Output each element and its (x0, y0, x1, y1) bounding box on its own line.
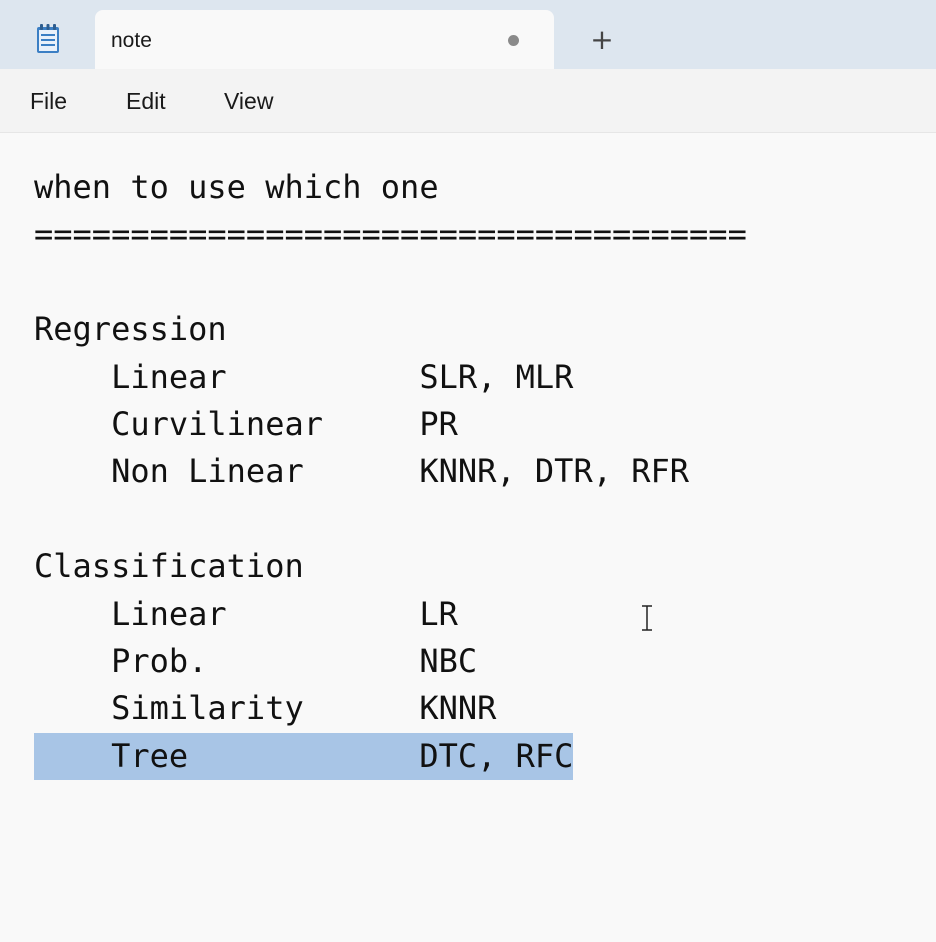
text-line-content: Curvilinear PR (34, 404, 458, 443)
new-tab-button[interactable]: + (590, 23, 614, 56)
text-line-content: Prob. NBC (34, 641, 478, 680)
text-line-content: Linear LR (34, 594, 458, 633)
text-line[interactable]: Classification (34, 543, 747, 590)
notepad-icon (37, 24, 59, 53)
text-line-content: Similarity KNNR (34, 689, 497, 728)
tab-note[interactable]: note (95, 10, 554, 69)
title-bar: note + (0, 0, 936, 69)
text-line[interactable]: when to use which one (34, 164, 747, 211)
tab-title: note (111, 29, 152, 52)
text-line[interactable]: Regression (34, 306, 747, 353)
unsaved-dot-icon[interactable] (508, 35, 519, 46)
text-line[interactable] (34, 259, 747, 306)
text-line[interactable]: ===================================== (34, 211, 747, 258)
menu-view[interactable]: View (224, 88, 274, 114)
text-editor[interactable]: when to use which one ===================… (0, 133, 936, 942)
text-line[interactable]: Non Linear KNNR, DTR, RFR (34, 448, 747, 495)
text-line-content: Classification (34, 547, 304, 586)
text-cursor-icon (642, 605, 652, 631)
text-line-content: Linear SLR, MLR (34, 357, 574, 396)
text-line-content: ===================================== (34, 215, 747, 254)
text-line-content: Non Linear KNNR, DTR, RFR (34, 452, 690, 491)
text-line[interactable]: Prob. NBC (34, 638, 747, 685)
menu-bar: File Edit View (0, 69, 936, 133)
selected-text: Tree DTC, RFC (34, 732, 574, 781)
text-line[interactable] (34, 496, 747, 543)
text-line[interactable]: Curvilinear PR (34, 401, 747, 448)
document-text[interactable]: when to use which one ===================… (34, 164, 747, 781)
text-line[interactable]: Similarity KNNR (34, 685, 747, 732)
text-line[interactable]: Linear LR (34, 591, 747, 638)
menu-edit[interactable]: Edit (126, 88, 166, 114)
text-line-content: Regression (34, 310, 227, 349)
text-line[interactable]: Tree DTC, RFC (34, 732, 747, 781)
menu-file[interactable]: File (30, 88, 68, 114)
text-line[interactable]: Linear SLR, MLR (34, 354, 747, 401)
text-line-content: when to use which one (34, 168, 439, 206)
